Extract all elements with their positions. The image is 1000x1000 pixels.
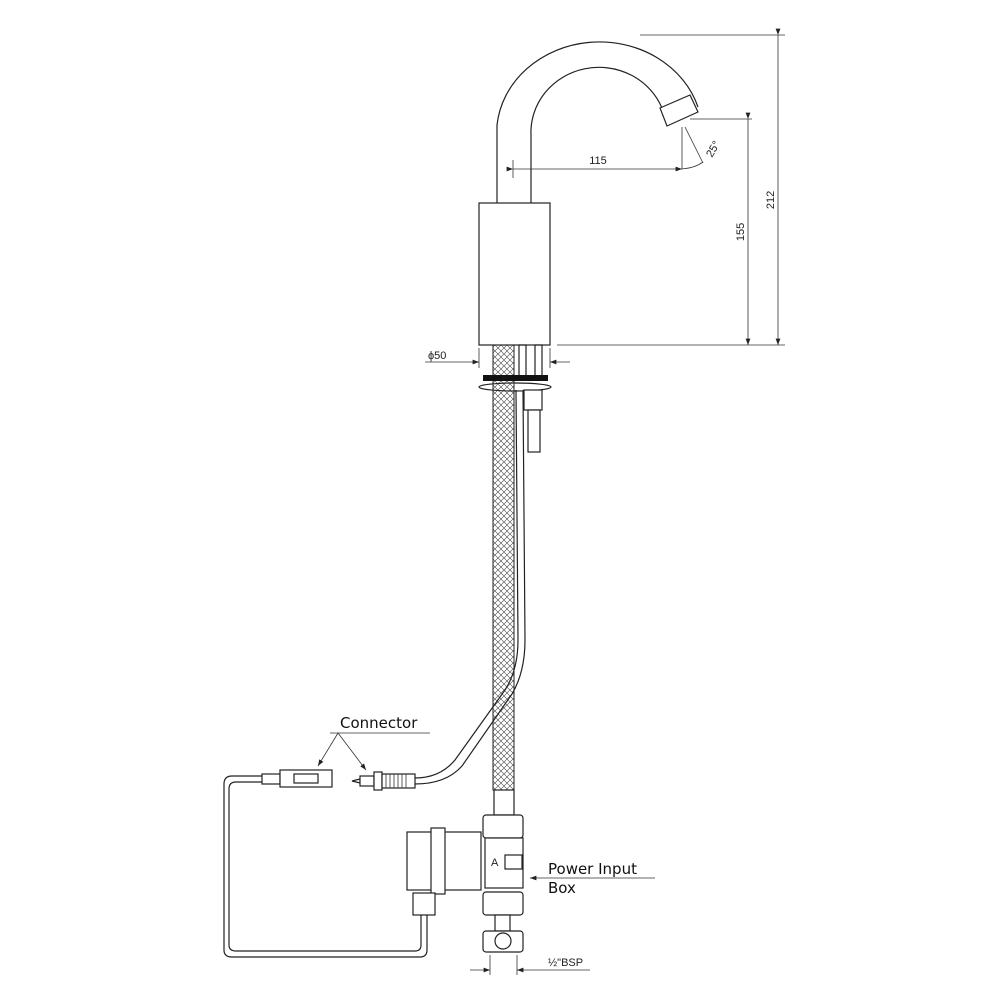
spout	[496, 41, 699, 203]
dim-body-diameter: ϕ50	[428, 350, 446, 362]
solenoid-valve: A	[406, 789, 524, 953]
supply-hose	[414, 344, 552, 791]
svg-text:A: A	[491, 857, 499, 869]
mounting-washer	[483, 375, 548, 381]
threaded-rod	[527, 409, 541, 453]
dim-spout-angle: 25°	[704, 139, 723, 159]
faucet-body	[478, 202, 551, 346]
spout-nozzle	[659, 94, 699, 127]
dim-inlet-thread: ½"BSP	[548, 957, 583, 969]
power-input-label: Power Input	[548, 860, 637, 878]
male-jack-connector	[351, 771, 416, 791]
dimension-lines	[425, 28, 785, 368]
dim-spout-reach: 115	[589, 155, 607, 167]
inlet-hex-nut	[482, 930, 524, 953]
dim-spout-height: 155	[735, 223, 747, 241]
connector-label: Connector	[340, 714, 418, 732]
power-input-label-box: Box	[548, 879, 576, 897]
female-connector	[223, 769, 428, 958]
dim-total-height: 212	[765, 191, 777, 209]
